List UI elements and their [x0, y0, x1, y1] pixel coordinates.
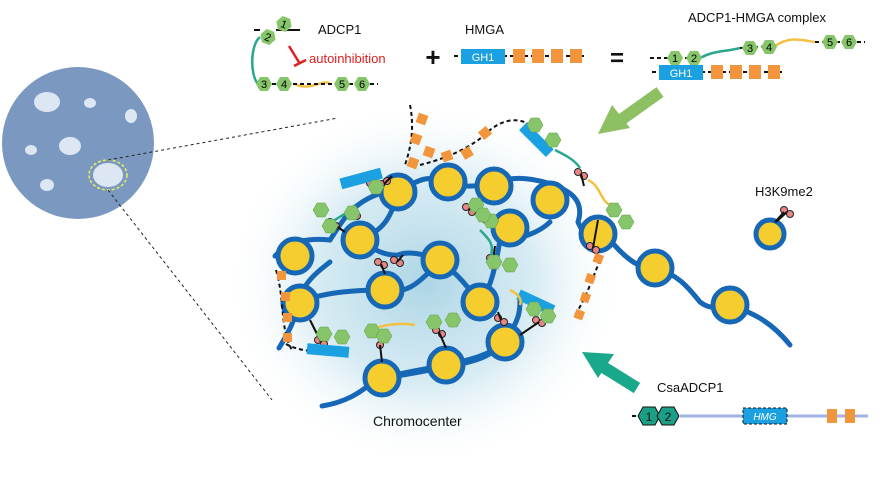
chromocenter-spot [25, 145, 37, 155]
svg-text:1: 1 [279, 18, 289, 31]
svg-text:GH1: GH1 [472, 52, 495, 64]
nucleosome [460, 282, 500, 322]
svg-text:6: 6 [359, 79, 365, 91]
svg-text:1: 1 [672, 53, 678, 65]
complex-label: ADCP1-HMGA complex [688, 10, 826, 25]
csaadcp1-arrow [582, 352, 641, 394]
hmga-protein: GH1 [454, 49, 586, 64]
nucleosome [280, 283, 320, 323]
autoinhibition-label: autoinhibition [309, 51, 386, 66]
gh1-domain [461, 49, 505, 64]
chromocenter-label: Chromocenter [373, 413, 462, 429]
chromocenter-spot [93, 163, 123, 187]
chromocenter-spot [40, 179, 54, 191]
svg-text:GH1: GH1 [670, 68, 693, 80]
svg-text:2: 2 [263, 31, 273, 44]
hmg-box [570, 49, 582, 63]
nucleosome [275, 236, 315, 276]
hmg-box [513, 49, 525, 63]
hmg-box [532, 49, 544, 63]
hmg-box-group [277, 112, 605, 342]
hmg-domain [742, 407, 788, 425]
gh1-domain [659, 65, 703, 80]
svg-text:1: 1 [646, 410, 653, 424]
adcp1-hmga-complex: 1 2 3 4 5 6 GH1 [650, 35, 865, 80]
h3k9me2-legend-icon [774, 211, 785, 223]
nucleosome [753, 217, 787, 251]
zoom-line-top [107, 117, 339, 161]
svg-text:2: 2 [691, 53, 697, 65]
h3k9me2-label: H3K9me2 [755, 184, 813, 199]
csaadcp1-label: CsaADCP1 [657, 380, 723, 395]
svg-text:5: 5 [339, 79, 345, 91]
hmga-label: HMGA [465, 22, 504, 37]
nucleosome [420, 240, 460, 280]
nucleosome [426, 345, 466, 385]
nucleosome [490, 208, 530, 248]
plus-sign: + [425, 42, 440, 72]
nucleosome [710, 285, 750, 325]
svg-text:6: 6 [846, 37, 852, 49]
nucleosome [362, 358, 402, 398]
nucleosome [474, 166, 514, 206]
adcp1-hexagons [312, 117, 635, 345]
binding-arrow [598, 87, 664, 134]
chromocenter-spot [125, 109, 137, 123]
svg-text:2: 2 [665, 410, 672, 424]
chromocenter-spot [59, 137, 81, 155]
svg-text:3: 3 [747, 43, 753, 55]
nucleus [2, 67, 154, 219]
svg-text:4: 4 [766, 42, 772, 54]
svg-text:4: 4 [281, 79, 287, 91]
nucleosome [428, 162, 468, 202]
nucleosome [340, 220, 380, 260]
nucleosome [485, 322, 525, 362]
hmg-box [551, 49, 563, 63]
nucleosome [530, 180, 570, 220]
svg-text:3: 3 [261, 79, 267, 91]
adcp1-label: ADCP1 [318, 22, 361, 37]
nucleosome [365, 270, 405, 310]
nucleosome [635, 248, 675, 288]
chromocenter-spot [84, 98, 96, 108]
csaadcp1-protein: 1 2 HMG [632, 406, 868, 426]
chromocenter-glow [225, 98, 625, 468]
svg-text:HMG: HMG [753, 412, 777, 423]
zoom-line-bottom [107, 189, 273, 401]
chromocenter-spot [34, 92, 60, 112]
nucleosome-group [275, 162, 787, 398]
svg-text:5: 5 [827, 37, 833, 49]
adcp1-autoinhibited: 2 1 3 4 5 6 [251, 16, 378, 91]
equals-sign: = [610, 45, 624, 72]
